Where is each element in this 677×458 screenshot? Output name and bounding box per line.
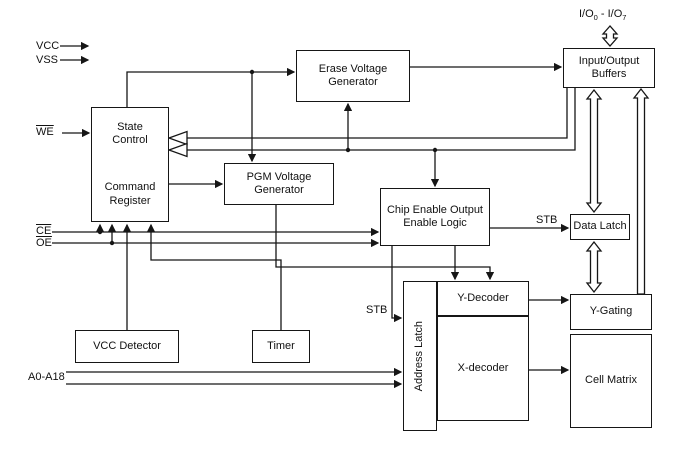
block-x-decoder: X-decoder (437, 316, 529, 421)
block-cell-matrix: Cell Matrix (570, 334, 652, 428)
io-base: I/O (579, 8, 594, 20)
block-address-latch: Address Latch (403, 281, 437, 431)
vss-label: VSS (36, 54, 59, 66)
wire-state-to-erase-gen (126, 67, 296, 107)
vcc-label: VCC (36, 40, 60, 52)
stb-data-latch-label: STB (536, 214, 558, 226)
junction-dot (109, 240, 115, 246)
stb-address-latch-label: STB (366, 304, 388, 316)
datalatch-ygating-double-arrow (585, 240, 603, 294)
io-base-2: I/O (607, 8, 623, 20)
we-label: WE (36, 126, 54, 138)
io-dash: - (597, 8, 608, 20)
address-bus-label: A0-A18 (28, 371, 65, 383)
block-erase-voltage-generator: Erase Voltage Generator (296, 50, 410, 102)
block-y-decoder: Y-Decoder (437, 281, 529, 316)
command-register-label: Command Register (104, 181, 156, 207)
oe-label: OE (36, 237, 52, 249)
wire-iob-to-state-1 (187, 88, 568, 139)
block-pgm-voltage-generator: PGM Voltage Generator (224, 163, 334, 205)
state-control-label: State Control (112, 121, 148, 147)
wire-iob-to-state-2 (187, 88, 576, 151)
wire-timer-to-state (146, 223, 282, 330)
block-vcc-detector: VCC Detector (75, 330, 179, 363)
block-io-buffers: Input/Output Buffers (563, 48, 655, 88)
iob-datalatch-double-arrow (585, 88, 603, 214)
ygating-to-iob-arrow (632, 87, 650, 295)
junction-dot (432, 147, 438, 153)
ce-label: CE (36, 225, 52, 237)
block-timer: Timer (252, 330, 310, 363)
wire-cel-stb-to-address-latch (391, 246, 403, 323)
block-chip-enable-logic: Chip Enable Output Enable Logic (380, 188, 490, 246)
io-bus-double-arrow (601, 25, 619, 47)
block-data-latch: Data Latch (570, 214, 630, 240)
block-state-control-command-register: State Control Command Register (91, 107, 169, 222)
io-range-label: I/O0 - I/O7 (579, 8, 626, 22)
io-sub-low: 0 (593, 13, 598, 23)
open-arrowhead-state-2 (167, 142, 188, 158)
address-latch-label: Address Latch (413, 320, 426, 392)
io-sub-high: 7 (622, 13, 627, 23)
junction-dot (249, 69, 255, 75)
junction-dot (345, 147, 351, 153)
junction-dot (97, 229, 103, 235)
wire-pgm-to-ydecoder (275, 205, 495, 281)
open-arrowhead-state-1 (167, 130, 188, 146)
block-y-gating: Y-Gating (570, 294, 652, 330)
